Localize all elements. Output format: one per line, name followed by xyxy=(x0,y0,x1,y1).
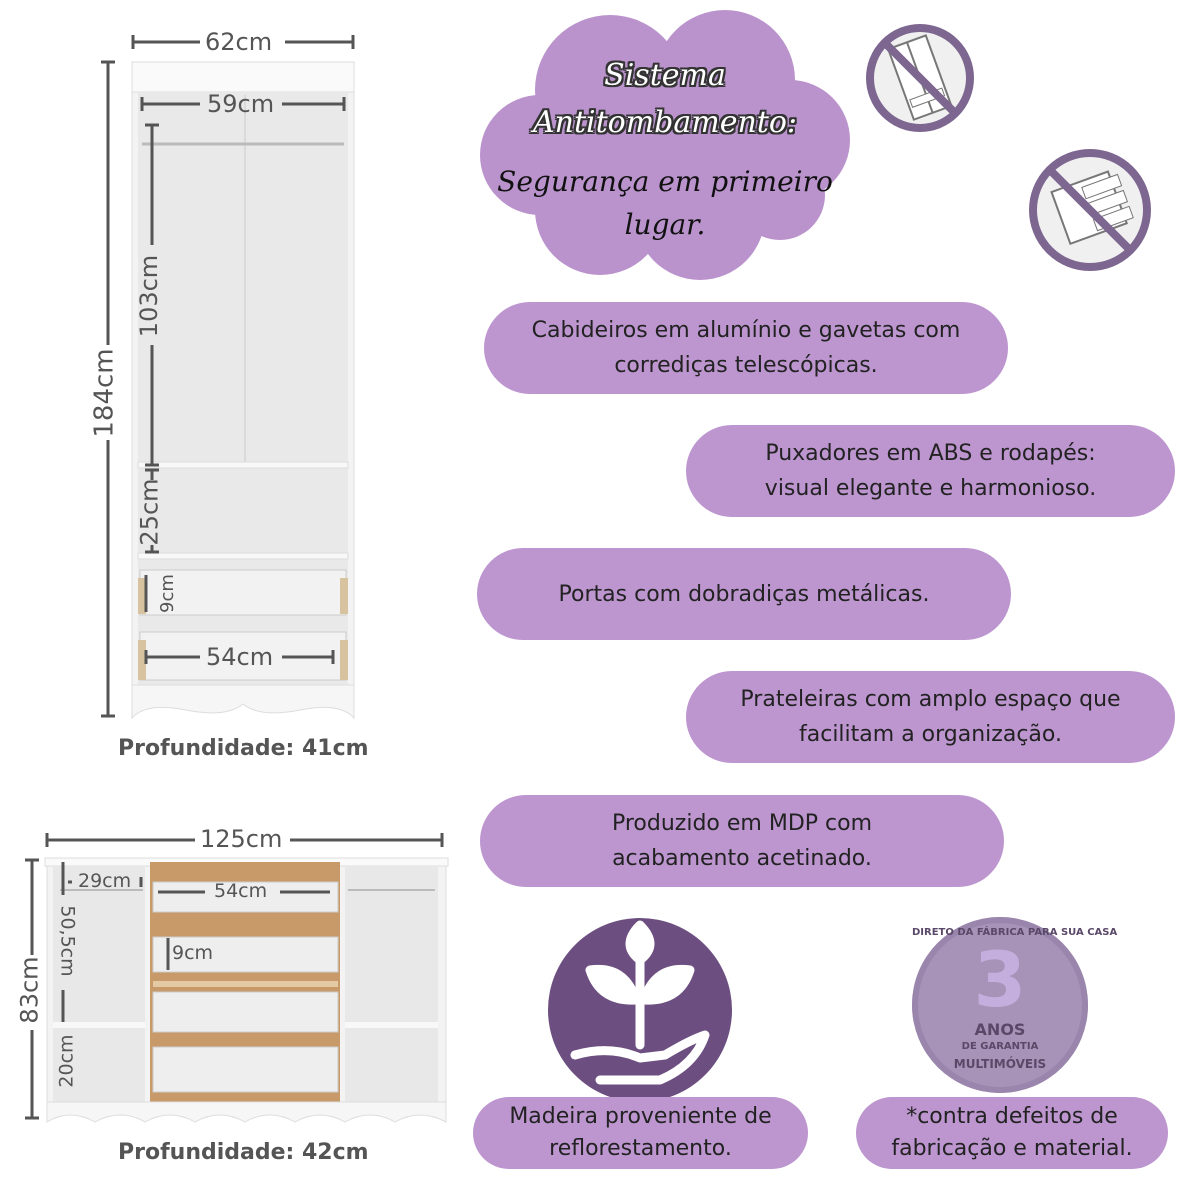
seal-brand: MULTIMÓVEIS xyxy=(953,1057,1047,1071)
wardrobe-height-label: 184cm xyxy=(89,348,120,438)
seal-garantia: DE GARANTIA xyxy=(961,1041,1039,1052)
feature-text: Produzido em MDP com acabamento acetinad… xyxy=(611,811,872,871)
buffet-drawer-width-label: 54cm xyxy=(214,880,268,902)
wardrobe-dimension-lines xyxy=(101,35,355,718)
feature-pill-hinges: Portas com dobradiças metálicas. xyxy=(477,548,1011,640)
cloud-title-line1: Sistema xyxy=(604,58,726,93)
feature-text: Prateleiras com amplo espaço que facilit… xyxy=(740,687,1121,747)
feature-text: Cabideiros em alumínio e gavetas com cor… xyxy=(531,318,961,378)
feature-pill-handles: Puxadores em ABS e rodapés: visual elega… xyxy=(686,425,1175,517)
wardrobe-hanging-height-label: 103cm xyxy=(135,254,164,338)
buffet-drawer-height-label: 9cm xyxy=(172,942,214,964)
seal-number: 3 xyxy=(973,935,1027,1024)
feature-pill-warranty-note: *contra defeitos de fabricação e materia… xyxy=(856,1097,1168,1169)
buffet-lower-height-label: 20cm xyxy=(55,1034,78,1088)
buffet-dimension-lines xyxy=(25,833,444,1120)
cloud-subtitle-line1: Segurança em primeiro xyxy=(497,165,833,198)
cloud-title-line2: Antitombamento: xyxy=(532,105,798,140)
feature-pill-reforestation: Madeira proveniente de reflorestamento. xyxy=(473,1097,808,1169)
warranty-seal: DIRETO DA FÁBRICA PARA SUA CASA 3 ANOS D… xyxy=(912,917,1118,1093)
wardrobe-inner-width-label: 59cm xyxy=(207,90,275,118)
wardrobe-width-label: 62cm xyxy=(205,28,273,56)
feature-pill-hangers: Cabideiros em alumínio e gavetas com cor… xyxy=(484,302,1008,394)
wardrobe-shelf-height-label: 25cm xyxy=(135,478,164,546)
wardrobe-depth-label: Profundidade: 41cm xyxy=(118,736,369,761)
feature-text: Madeira proveniente de reflorestamento. xyxy=(509,1104,772,1161)
seal-anos: ANOS xyxy=(974,1020,1026,1039)
feature-text: *contra defeitos de fabricação e materia… xyxy=(891,1104,1133,1161)
buffet-height-label: 83cm xyxy=(15,956,44,1024)
buffet-side-height-label: 50,5cm xyxy=(56,905,79,977)
feature-pill-mdp: Produzido em MDP com acabamento acetinad… xyxy=(480,795,1004,887)
seal-arc-text: DIRETO DA FÁBRICA PARA SUA CASA xyxy=(912,927,1118,938)
feature-pill-shelves: Prateleiras com amplo espaço que facilit… xyxy=(686,671,1175,763)
buffet-drawing xyxy=(44,857,449,1123)
buffet-depth-label: Profundidade: 42cm xyxy=(118,1140,369,1165)
feature-text: Puxadores em ABS e rodapés: visual elega… xyxy=(764,441,1097,501)
buffet-width-label: 125cm xyxy=(200,825,283,853)
wardrobe-drawer-width-label: 54cm xyxy=(206,643,274,671)
feature-text: Portas com dobradiças metálicas. xyxy=(558,581,930,607)
cloud-subtitle-line2: lugar. xyxy=(624,208,706,241)
wardrobe-drawing xyxy=(131,61,355,720)
buffet-side-width-label: 29cm xyxy=(78,870,132,892)
wardrobe-drawer-height-label: 9cm xyxy=(156,574,178,613)
